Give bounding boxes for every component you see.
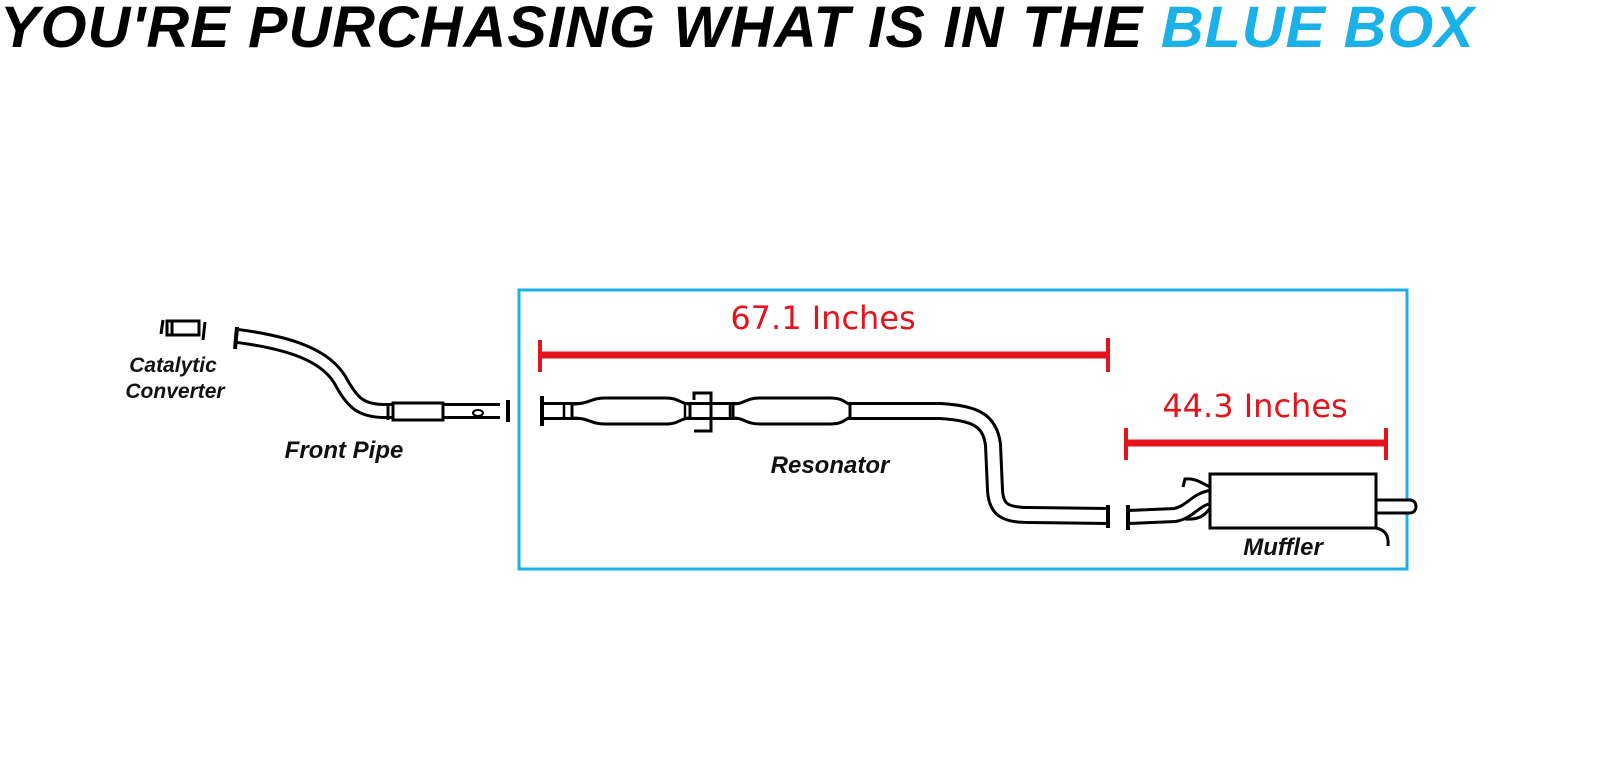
title-text: YOU'RE PURCHASING WHAT IS IN THE bbox=[0, 0, 1144, 60]
muffler-length-label: 44.3 Inches bbox=[1162, 387, 1347, 425]
resonator-length-label: 67.1 Inches bbox=[730, 299, 915, 337]
catalytic-converter-label: Catalytic bbox=[129, 354, 217, 377]
front-pipe-label: Front Pipe bbox=[285, 437, 404, 464]
title-highlight: BLUE BOX bbox=[1160, 0, 1475, 60]
muffler-dimension-line bbox=[1124, 428, 1388, 460]
resonator-drawing bbox=[540, 391, 1110, 528]
front-pipe-drawing bbox=[233, 326, 510, 422]
muffler-drawing bbox=[1126, 472, 1418, 547]
purchase-box bbox=[517, 288, 1409, 571]
catalytic-converter-drawing bbox=[159, 319, 207, 341]
resonator-label: Resonator bbox=[771, 452, 891, 479]
catalytic-converter-label-2: Converter bbox=[125, 380, 226, 403]
resonator-dimension-line bbox=[538, 338, 1110, 372]
page-title: YOU'RE PURCHASING WHAT IS IN THE BLUE BO… bbox=[0, 0, 1600, 61]
muffler-label: Muffler bbox=[1243, 534, 1324, 561]
